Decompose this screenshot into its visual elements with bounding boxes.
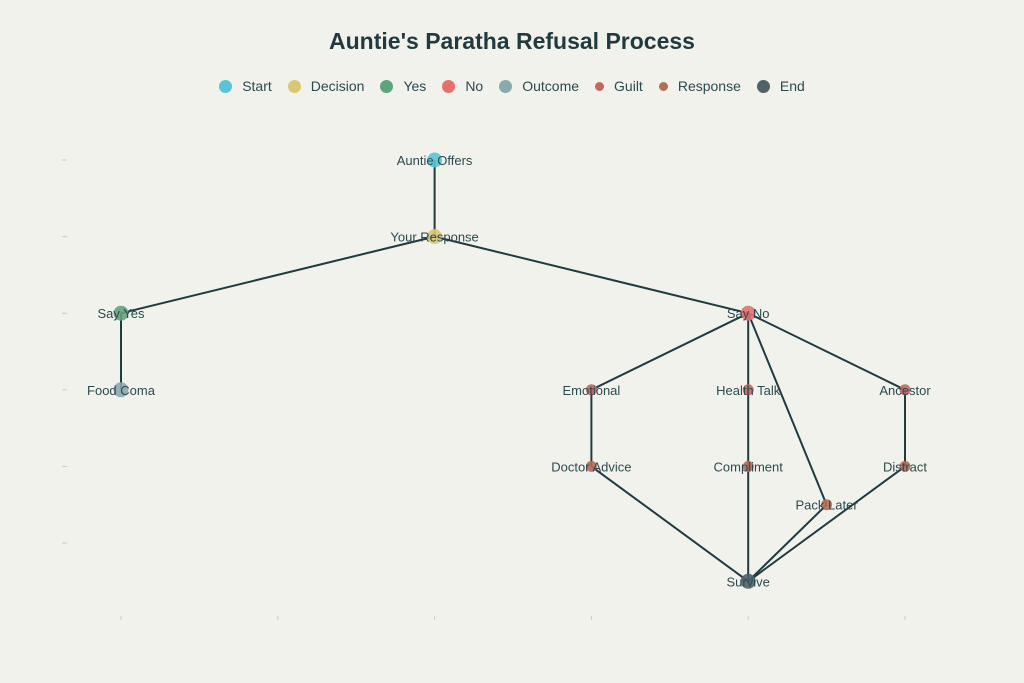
node-health xyxy=(742,384,754,396)
node-label-health: Health Talk xyxy=(716,383,781,398)
node-dist xyxy=(899,460,911,472)
legend: Start Decision Yes No Outcome Guilt Response En… xyxy=(0,78,1024,94)
node-pack xyxy=(821,499,833,511)
legend-item-guilt[interactable]: Guilt xyxy=(595,78,643,94)
node-resp xyxy=(427,229,443,245)
node-comp xyxy=(742,460,754,472)
edge-resp-yes xyxy=(120,235,435,315)
edge-no-emo xyxy=(590,312,749,391)
node-label-resp: Your Response xyxy=(390,230,478,245)
node-doc xyxy=(585,460,597,472)
node-anc xyxy=(899,384,911,396)
node-surv xyxy=(740,573,756,589)
node-label-anc: Ancestor xyxy=(879,383,931,398)
node-yes xyxy=(113,305,129,321)
node-label-surv: Survive xyxy=(727,574,770,589)
node-label-doc: Doctor Advice xyxy=(551,459,631,474)
edge-resp-no xyxy=(434,235,749,315)
legend-marker-icon xyxy=(219,79,233,93)
node-label-dist: Distract xyxy=(883,459,927,474)
legend-label: Response xyxy=(677,78,741,94)
edge-doc-surv xyxy=(590,465,749,583)
node-label-no: Say No xyxy=(727,306,770,321)
legend-item-no[interactable]: No xyxy=(442,78,483,94)
legend-marker-icon xyxy=(499,79,513,93)
node-no xyxy=(740,305,756,321)
legend-label: Outcome xyxy=(522,78,580,94)
legend-marker-icon xyxy=(756,79,770,93)
node-coma xyxy=(113,382,129,398)
legend-marker-icon xyxy=(595,81,605,91)
legend-label: Decision xyxy=(310,78,365,94)
legend-label: No xyxy=(465,78,484,94)
legend-label: End xyxy=(779,78,805,94)
edge-dist-surv xyxy=(747,465,906,583)
legend-marker-icon xyxy=(658,81,668,91)
node-label-yes: Say Yes xyxy=(98,306,145,321)
edge-no-pack xyxy=(747,312,828,506)
legend-marker-icon xyxy=(287,79,301,93)
edge-pack-surv xyxy=(747,503,828,583)
legend-marker-icon xyxy=(442,79,456,93)
legend-label: Guilt xyxy=(614,78,643,94)
legend-label: Yes xyxy=(403,78,427,94)
legend-item-response[interactable]: Response xyxy=(658,78,741,94)
legend-item-outcome[interactable]: Outcome xyxy=(499,78,579,94)
legend-item-start[interactable]: Start xyxy=(219,78,272,94)
node-label-auntie: Auntie Offers xyxy=(397,153,473,168)
legend-label: Start xyxy=(242,78,272,94)
legend-item-end[interactable]: End xyxy=(756,78,805,94)
legend-marker-icon xyxy=(380,79,394,93)
legend-item-yes[interactable]: Yes xyxy=(380,78,426,94)
node-label-coma: Food Coma xyxy=(87,383,156,398)
node-label-pack: Pack Later xyxy=(796,498,859,513)
node-emo xyxy=(585,384,597,396)
chart-title: Auntie's Paratha Refusal Process xyxy=(329,28,695,54)
edge-no-anc xyxy=(747,312,906,391)
node-label-emo: Emotional xyxy=(562,383,620,398)
legend-item-decision[interactable]: Decision xyxy=(287,78,365,94)
node-auntie xyxy=(427,152,443,168)
node-label-comp: Compliment xyxy=(714,459,784,474)
